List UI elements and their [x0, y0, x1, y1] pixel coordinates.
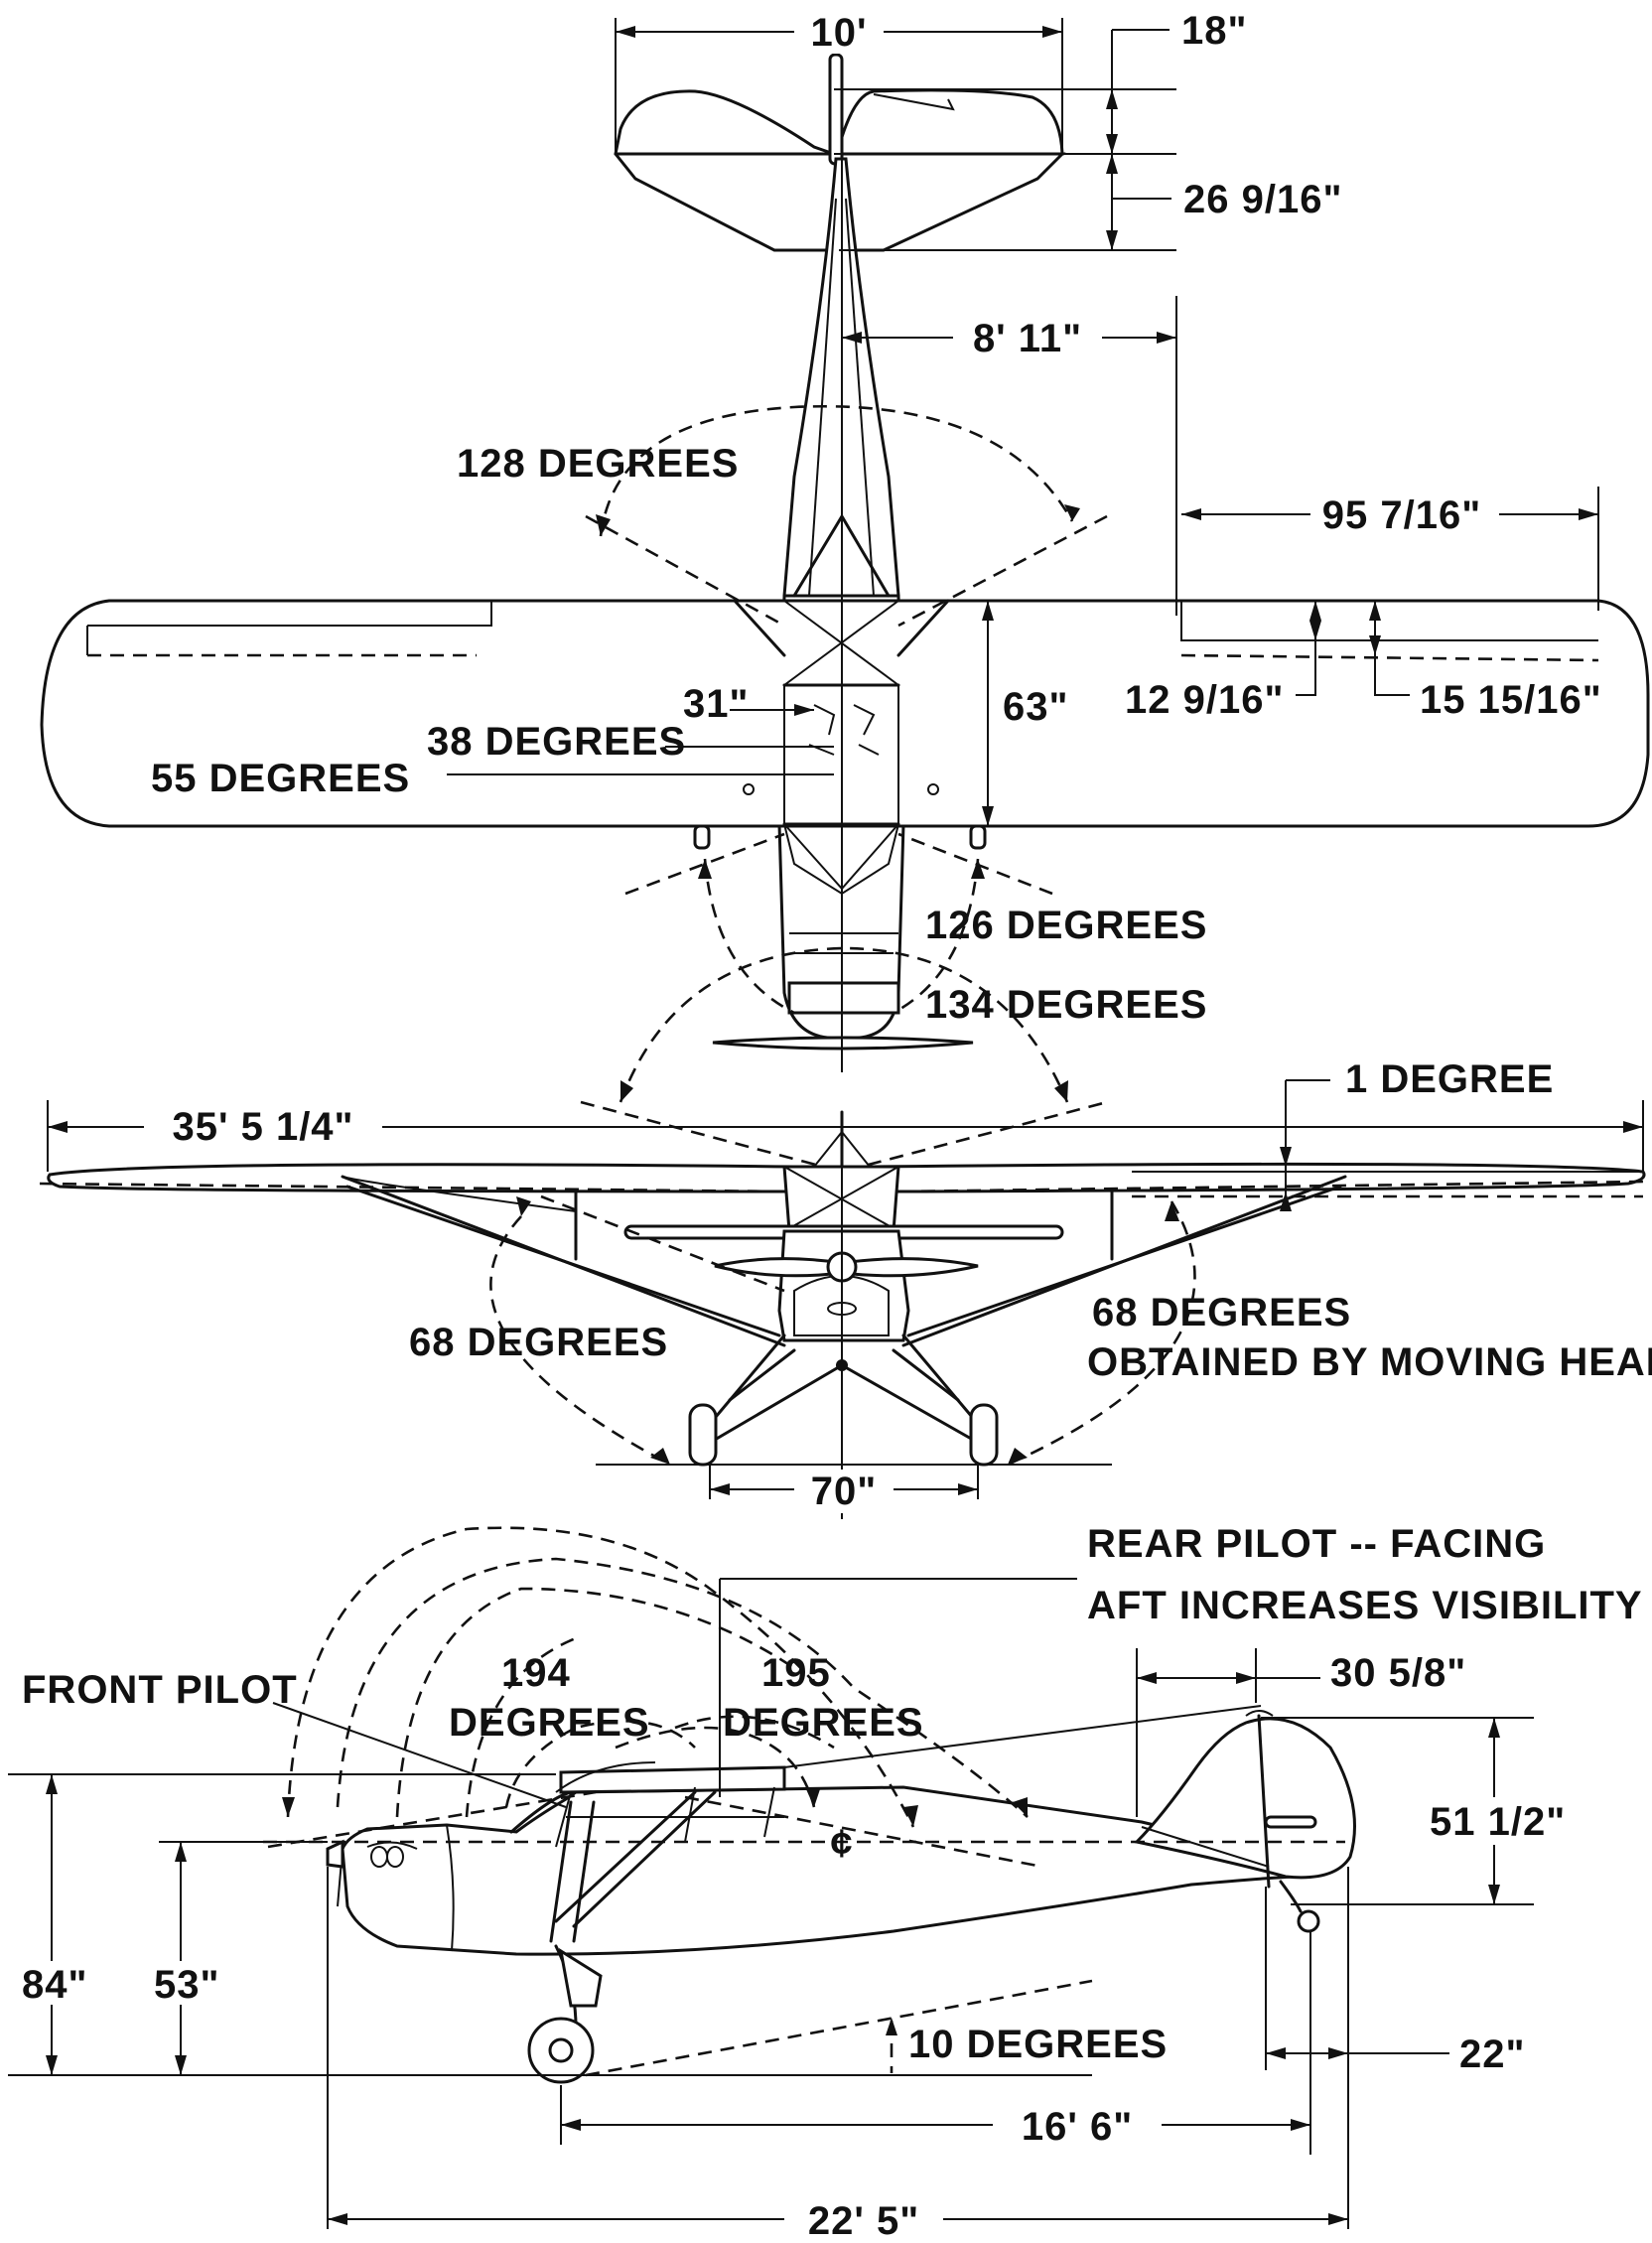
view-128-label: 128 DEGREES	[457, 442, 739, 486]
aileron-chord-label: 15 15/16"	[1420, 678, 1602, 722]
track-label: 70"	[811, 1470, 877, 1513]
front-view-dimensions: 35' 5 1/4" 1 DEGREE 68 DEGREES 68 DEGREE…	[47, 1057, 1652, 1513]
wing-top	[40, 599, 1650, 828]
top-view-dimensions: 10' 18" 26 9/16" 8' 11" 95 7/16" 12 9/16…	[151, 9, 1602, 1174]
view-195-label-2: DEGREES	[723, 1701, 924, 1745]
front-pilot-label: FRONT PILOT	[22, 1668, 298, 1712]
fin-height-label: 51 1/2"	[1430, 1800, 1566, 1844]
tailwheel-offset-label: 22"	[1459, 2033, 1525, 2076]
fuselage-side	[341, 1785, 1305, 1956]
view-55-label: 55 DEGREES	[151, 757, 410, 800]
fin-chord-label: 30 5/8"	[1330, 1651, 1466, 1695]
view-194-label-1: 194	[501, 1651, 571, 1695]
view-134-label: 134 DEGREES	[925, 983, 1207, 1027]
vertical-fin	[1133, 1717, 1356, 1880]
flap-span-label: 95 7/16"	[1322, 493, 1481, 537]
top-view	[40, 53, 1650, 1072]
view-195-label-1: 195	[761, 1651, 831, 1695]
elev-chord-label: 18"	[1181, 9, 1247, 53]
wing-chord-label: 63"	[1003, 685, 1068, 729]
cockpit-width-label: 31"	[683, 682, 749, 726]
dihedral-label: 1 DEGREE	[1345, 1057, 1554, 1101]
thrust-height-label: 53"	[154, 1963, 219, 2007]
view-down-left-label: 68 DEGREES	[409, 1321, 668, 1364]
flap-chord-label: 12 9/16"	[1125, 678, 1284, 722]
ground-angle-label: 10 DEGREES	[908, 2023, 1168, 2066]
rear-pilot-label-1: REAR PILOT -- FACING	[1087, 1522, 1546, 1566]
view-down-right-label-2: OBTAINED BY MOVING HEAD	[1087, 1340, 1652, 1384]
side-view: ¢	[263, 1705, 1356, 2084]
stab-span-label: 10'	[810, 11, 867, 55]
side-view-dimensions: FRONT PILOT 194 DEGREES 195 DEGREES REAR…	[8, 1522, 1643, 2243]
view-38-label: 38 DEGREES	[427, 720, 686, 764]
wheelbase-label: 16' 6"	[1022, 2105, 1133, 2149]
rear-pilot-label-2: AFT INCREASES VISIBILITY	[1087, 1584, 1643, 1627]
front-view	[39, 1110, 1646, 1519]
length-label: 22' 5"	[808, 2199, 919, 2243]
stab-chord-label: 26 9/16"	[1183, 178, 1342, 221]
total-height-label: 84"	[22, 1963, 87, 2007]
centerline-mark: ¢	[830, 1822, 853, 1866]
view-194-label-2: DEGREES	[449, 1701, 650, 1745]
view-126-label: 126 DEGREES	[925, 904, 1207, 947]
view-down-right-label-1: 68 DEGREES	[1092, 1291, 1351, 1334]
tail-to-flap-label: 8' 11"	[973, 317, 1082, 360]
wing-span-label: 35' 5 1/4"	[172, 1105, 353, 1149]
fin-top	[828, 53, 844, 166]
